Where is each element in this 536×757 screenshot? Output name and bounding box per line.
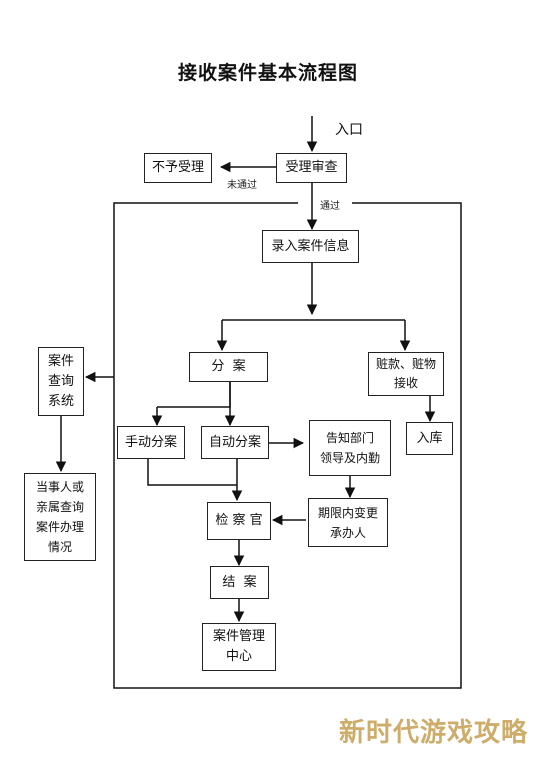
shoudong-to-jcg-line	[147, 459, 237, 486]
watermark-logo: 新时代游戏攻略	[338, 718, 528, 748]
node-chaxun: 案件 查询 系统	[38, 347, 84, 416]
node-qixian: 期限内变更 承办人	[308, 498, 388, 547]
node-zidong: 自动分案	[201, 426, 269, 459]
node-buyu: 不予受理	[144, 153, 212, 183]
node-dangshiren: 当事人或 亲属查询 案件办理 情况	[24, 473, 96, 561]
node-gaozhi: 告知部门 领导及内勤	[309, 420, 391, 476]
node-shoudong: 手动分案	[117, 426, 185, 459]
node-luru: 录入案件信息	[262, 230, 359, 263]
node-ruku: 入库	[406, 422, 453, 455]
node-fenan: 分 案	[189, 352, 268, 382]
entry-label: 入口	[335, 122, 363, 138]
node-guanli: 案件管理 中心	[202, 623, 276, 671]
fenan-to-shoudong-line	[157, 382, 231, 408]
node-jianchaguan: 检 察 官	[207, 502, 271, 540]
edge-label-tongguo: 通过	[318, 197, 342, 212]
node-zangkuan: 赃款、赃物 接收	[368, 352, 444, 396]
node-shouli: 受理审查	[276, 153, 347, 183]
node-jiean: 结 案	[210, 566, 269, 599]
edge-label-weitongguo: 未通过	[225, 176, 259, 191]
process-frame	[113, 202, 462, 689]
diagram-title: 接收案件基本流程图	[177, 62, 358, 84]
